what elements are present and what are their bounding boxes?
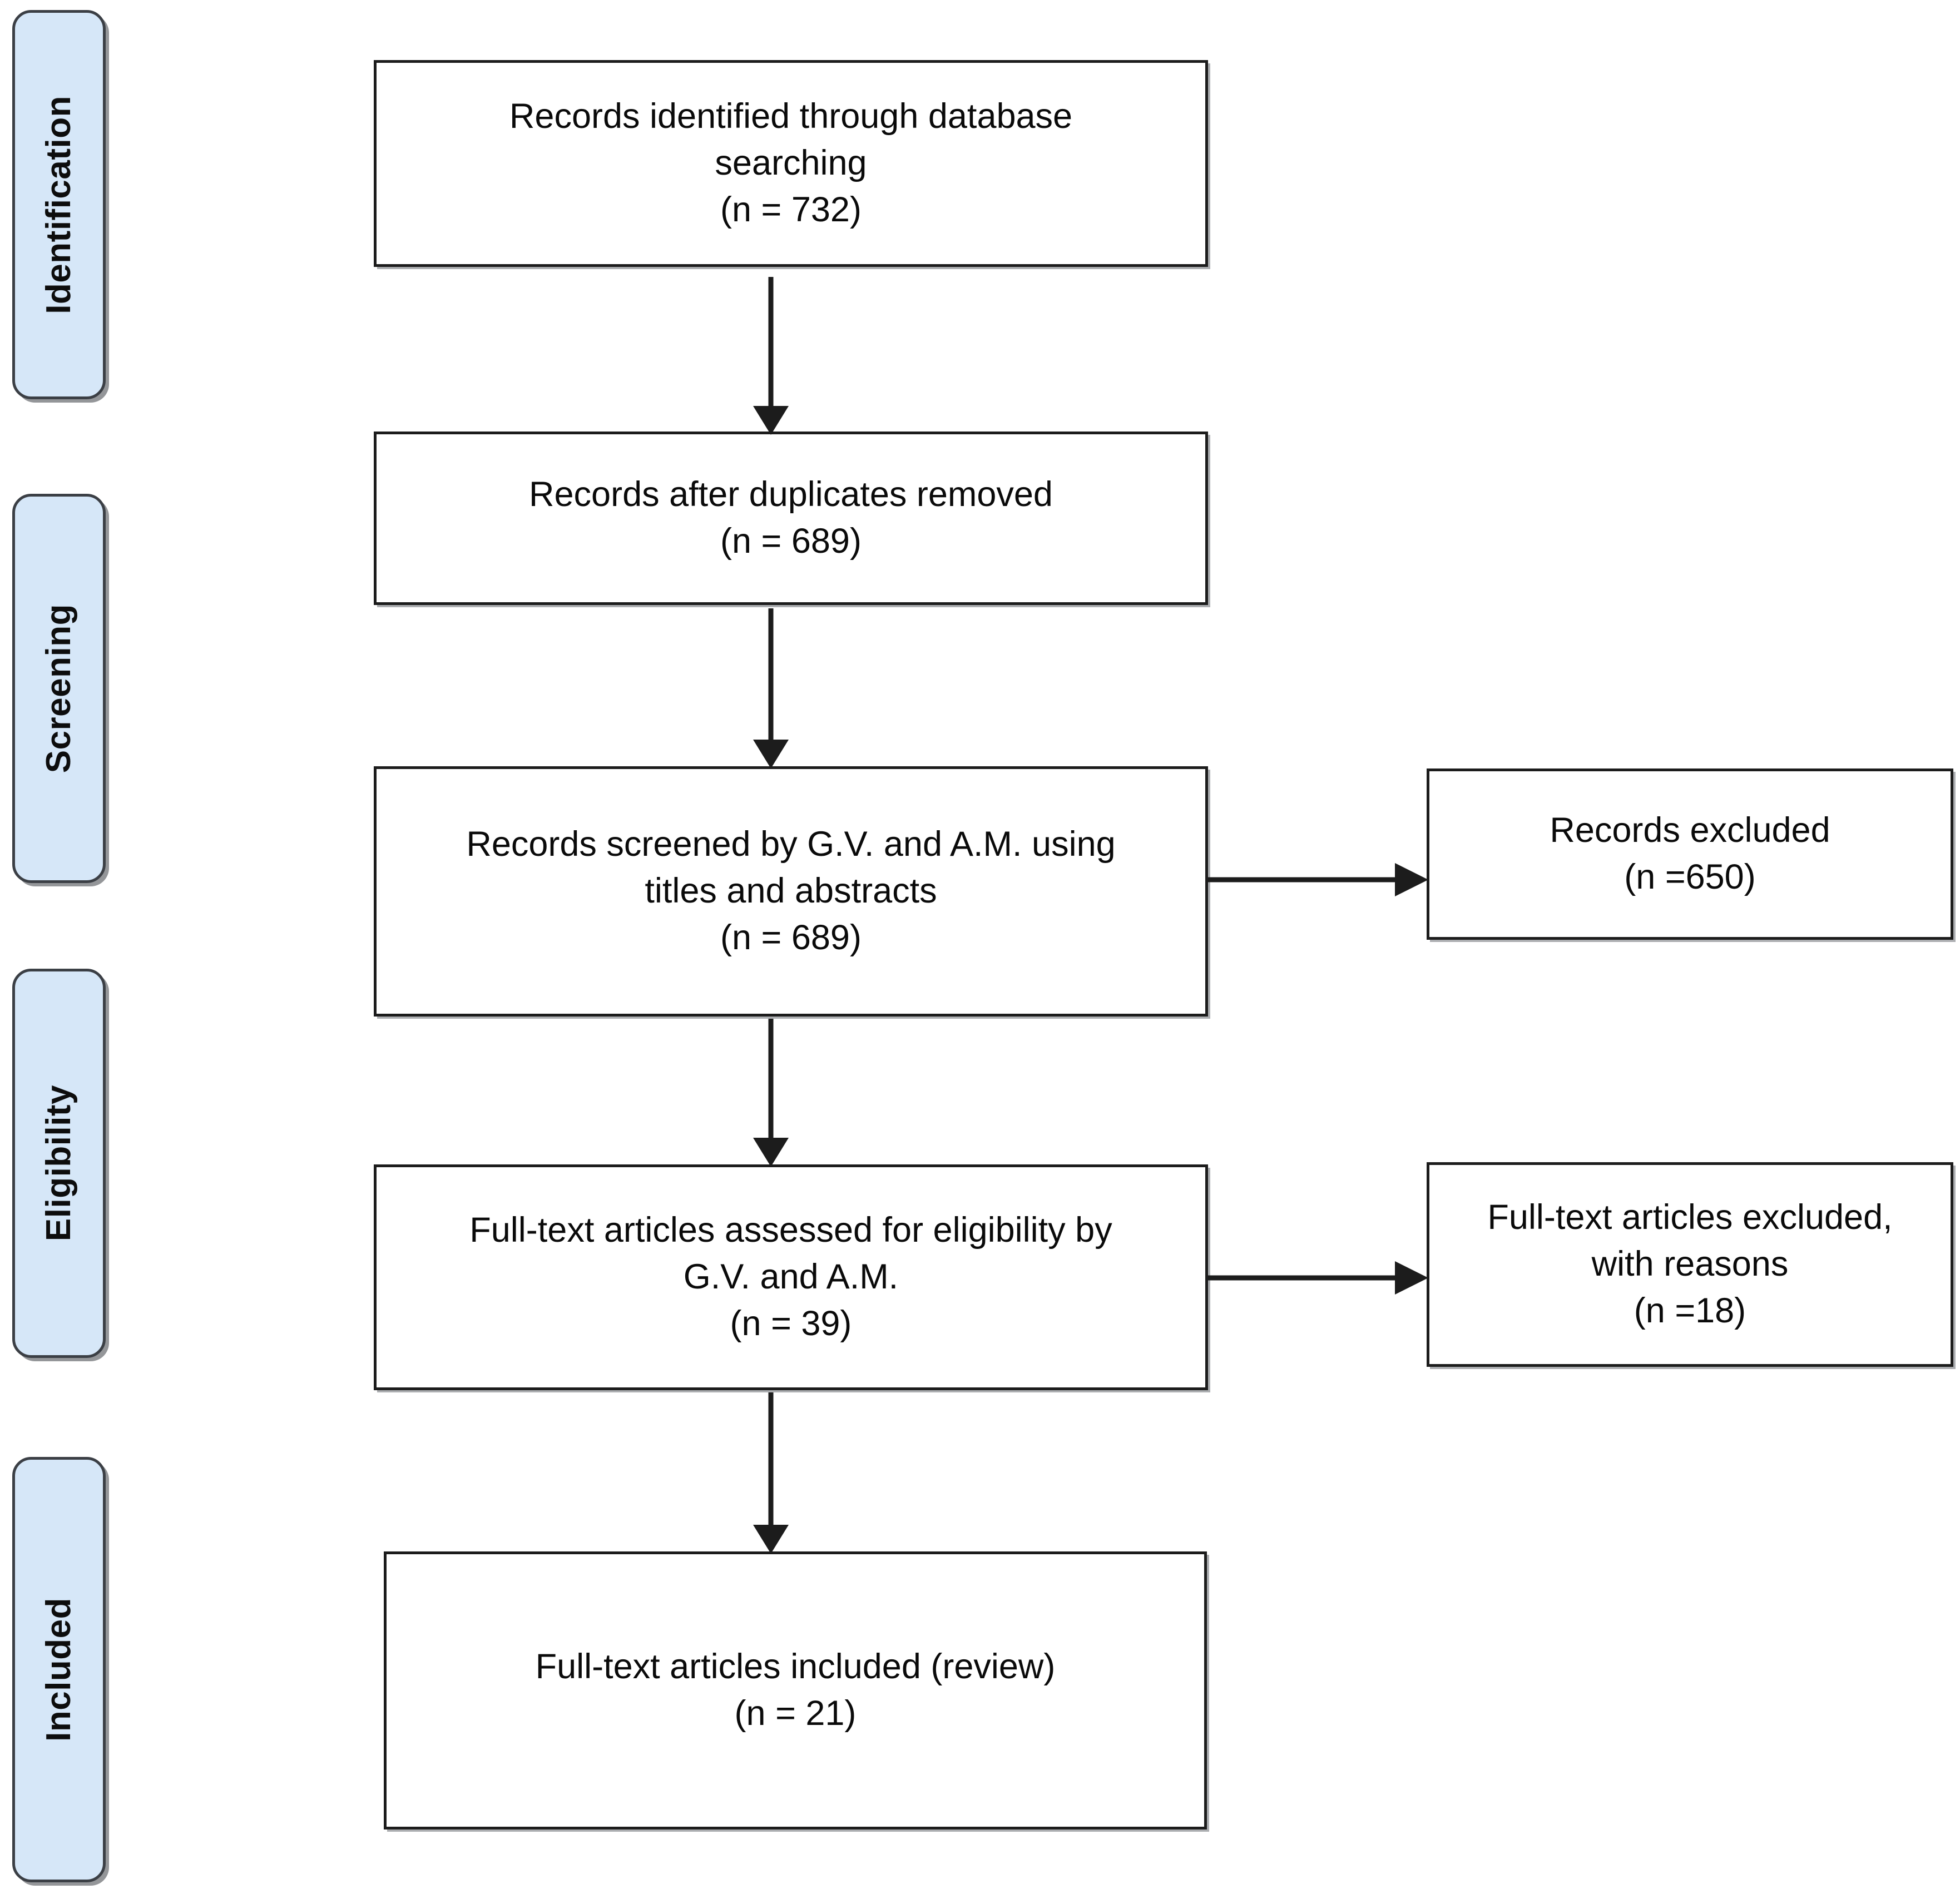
stage-tab-eligibility[interactable]: Eligibility xyxy=(12,969,106,1358)
box-records-after-duplicates[interactable]: Records after duplicates removed (n = 68… xyxy=(374,432,1208,605)
arrow-assessed-to-excluded xyxy=(1206,1255,1431,1301)
box-text: Full-text articles assessed for eligibil… xyxy=(469,1211,1112,1343)
box-text: Full-text articles included (review) (n … xyxy=(535,1647,1056,1733)
box-text: Records identified through database sear… xyxy=(509,97,1073,229)
box-text: Records screened by G.V. and A.M. using … xyxy=(466,825,1116,957)
box-text: Records excluded (n =650) xyxy=(1550,811,1830,896)
box-fulltext-assessed[interactable]: Full-text articles assessed for eligibil… xyxy=(374,1164,1208,1390)
arrow-duplicates-to-screened xyxy=(745,608,796,770)
stage-tab-label: Identification xyxy=(39,95,78,314)
arrow-screened-to-excluded xyxy=(1206,856,1431,903)
stage-tab-identification[interactable]: Identification xyxy=(12,10,106,399)
arrow-identified-to-duplicates xyxy=(745,277,796,436)
stage-tab-label: Eligibility xyxy=(39,1085,78,1242)
stage-tab-screening[interactable]: Screening xyxy=(12,494,106,883)
box-fulltext-included[interactable]: Full-text articles included (review) (n … xyxy=(384,1551,1207,1829)
stage-tab-label: Screening xyxy=(39,603,78,774)
arrow-screened-to-assessed xyxy=(745,1019,796,1168)
stage-tab-label: Included xyxy=(39,1598,78,1742)
arrow-assessed-to-included xyxy=(745,1392,796,1555)
box-text: Full-text articles excluded, with reason… xyxy=(1487,1198,1893,1330)
stage-tab-included[interactable]: Included xyxy=(12,1457,106,1882)
box-text: Records after duplicates removed (n = 68… xyxy=(529,475,1053,561)
box-records-identified[interactable]: Records identified through database sear… xyxy=(374,60,1208,267)
box-records-screened[interactable]: Records screened by G.V. and A.M. using … xyxy=(374,766,1208,1017)
box-records-excluded[interactable]: Records excluded (n =650) xyxy=(1427,768,1953,940)
box-fulltext-excluded[interactable]: Full-text articles excluded, with reason… xyxy=(1427,1162,1953,1367)
